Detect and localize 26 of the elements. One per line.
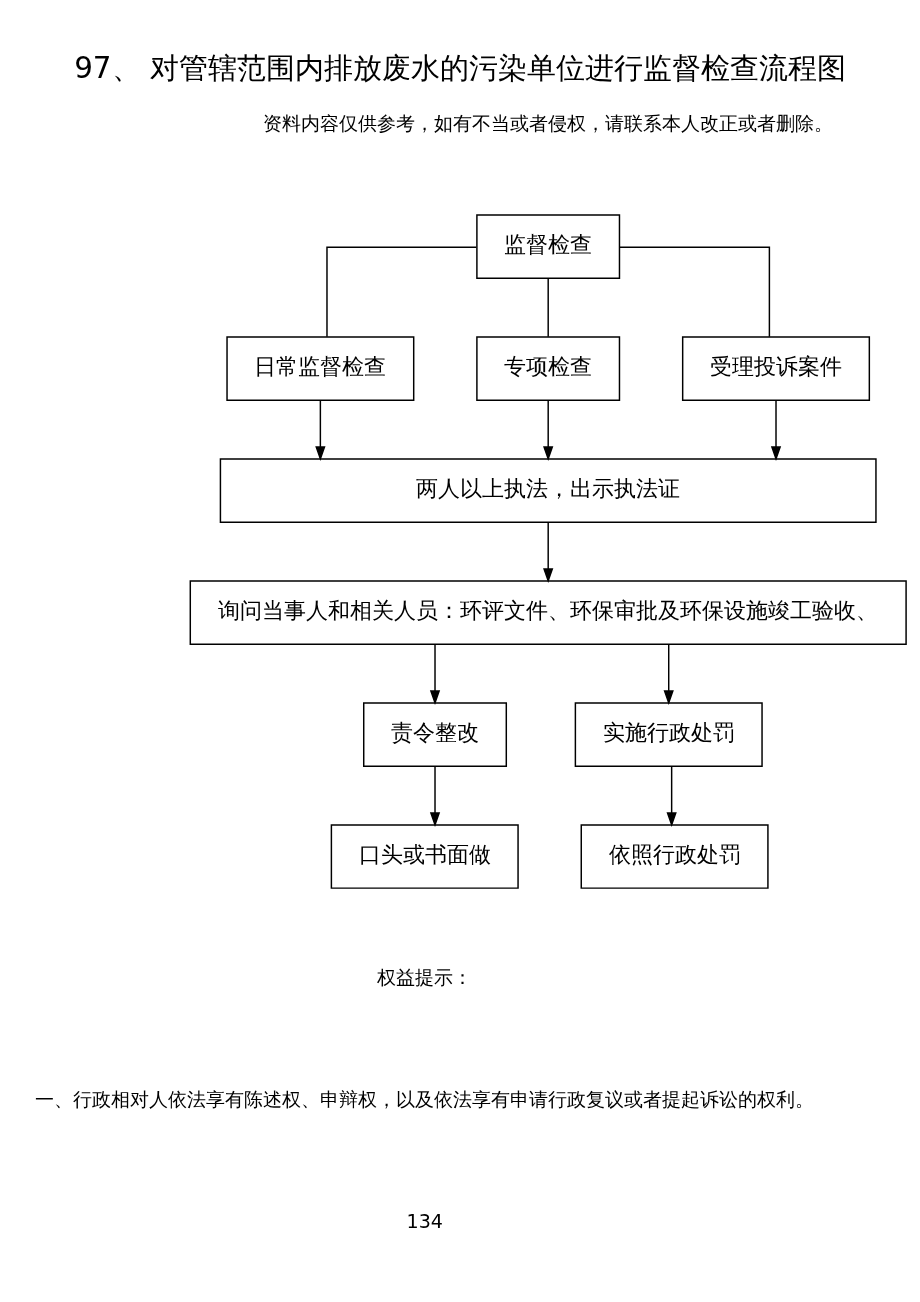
label: 一、行政相对人依法享有陈述权、申辩权，以及依法享有申请行政复议或者提起诉讼的权利。 (35, 1087, 815, 1111)
connector (326, 246, 478, 337)
node-box: 两人以上执法，出示执法证 (219, 457, 877, 523)
arrow (770, 399, 782, 461)
node-box: 监督检查 (476, 213, 621, 279)
arrow (543, 399, 554, 461)
arrow (663, 643, 674, 705)
node-box: 口头或书面做 (330, 823, 519, 889)
connector (547, 277, 549, 337)
node-box: 日常监督检查 (226, 335, 415, 401)
arrow (429, 765, 441, 827)
label: 权益提示： (377, 965, 473, 989)
diagram-title: 97、 对管辖范围内排放废水的污染单位进行监督检查流程图 (74, 50, 846, 85)
node-box: 受理投诉案件 (681, 335, 871, 401)
arrow (666, 765, 677, 827)
node-box: 询问当事人和相关人员：环评文件、环保审批及环保设施竣工验收、 (189, 579, 907, 645)
node-box: 依照行政处罚 (580, 823, 769, 889)
arrow (315, 399, 326, 461)
label: 134 (406, 1209, 443, 1233)
node-box: 责令整改 (363, 701, 508, 767)
arrow (543, 521, 554, 583)
label: 资料内容仅供参考，如有不当或者侵权，请联系本人改正或者删除。 (263, 111, 834, 135)
node-box: 实施行政处罚 (574, 701, 763, 767)
arrow (429, 643, 441, 705)
connector (619, 246, 771, 337)
node-box: 专项检查 (476, 335, 621, 401)
